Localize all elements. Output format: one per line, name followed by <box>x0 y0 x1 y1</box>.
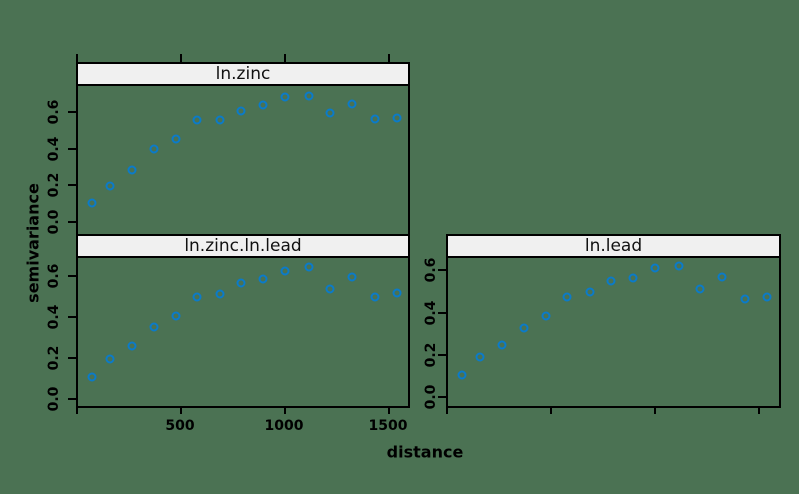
data-point <box>87 198 97 208</box>
y-axis-tick <box>68 111 76 113</box>
x-axis-tick <box>388 406 390 414</box>
y-tick-label: 0.4 <box>423 300 439 325</box>
x-axis-tick <box>180 406 182 414</box>
data-point <box>105 181 115 191</box>
data-point <box>541 311 551 321</box>
data-point <box>585 287 595 296</box>
x-axis-tick-top <box>388 54 390 62</box>
y-tick-label: 0.2 <box>46 172 62 198</box>
data-point <box>674 261 684 271</box>
x-axis-tick <box>550 406 552 414</box>
data-point <box>370 292 380 301</box>
x-axis-tick-top <box>180 54 182 62</box>
y-axis-tick <box>68 220 76 223</box>
data-point <box>171 311 181 321</box>
data-point <box>87 372 97 382</box>
data-point <box>258 100 268 110</box>
data-point <box>325 284 335 294</box>
data-point <box>215 289 225 299</box>
panel-title-ln-zinc-ln-lead: ln.zinc.ln.lead <box>184 236 302 256</box>
panel-plot-ln-lead: 0.0 0.2 0.4 0.6 <box>423 256 781 414</box>
data-point <box>258 274 268 284</box>
data-point <box>215 115 225 125</box>
y-axis-tick <box>68 316 76 318</box>
y-axis-tick <box>438 269 446 272</box>
data-point <box>192 292 202 301</box>
data-point <box>392 113 402 123</box>
y-tick-label: 0.0 <box>46 386 62 412</box>
data-point <box>280 92 290 102</box>
data-point <box>650 263 660 273</box>
panel-title-ln-zinc: ln.zinc <box>215 64 271 84</box>
data-point <box>695 284 705 294</box>
data-point <box>236 278 246 288</box>
data-point <box>562 292 572 302</box>
data-point <box>325 108 335 118</box>
x-tick-label: 500 <box>165 418 195 434</box>
data-point <box>280 266 290 276</box>
data-point <box>171 134 181 144</box>
y-tick-label: 0.2 <box>46 345 62 371</box>
x-axis-tick-top <box>284 54 286 62</box>
y-axis-tick <box>438 396 446 398</box>
y-tick-label: 0.2 <box>423 342 439 368</box>
y-axis-tick <box>68 275 76 277</box>
data-point <box>628 273 638 283</box>
data-point <box>717 272 727 282</box>
data-point <box>236 106 246 116</box>
y-axis-tick <box>438 311 446 314</box>
data-point <box>149 144 159 154</box>
y-axis-tick <box>68 184 76 186</box>
y-tick-label: 0.4 <box>46 304 62 330</box>
data-point <box>519 323 529 333</box>
data-point <box>392 288 402 298</box>
x-axis-tick <box>76 406 78 414</box>
x-axis-tick <box>446 406 448 414</box>
y-axis-tick <box>438 353 446 356</box>
panel-strip-ln-zinc-ln-lead: ln.zinc.ln.lead <box>76 234 410 258</box>
x-axis-tick <box>284 406 286 414</box>
panel-title-ln-lead: ln.lead <box>584 236 643 256</box>
data-point <box>347 272 357 282</box>
data-point <box>370 114 380 124</box>
y-tick-label: 0.4 <box>46 136 62 161</box>
x-axis-tick <box>654 406 656 414</box>
data-point <box>127 341 137 351</box>
x-axis-title: distance <box>386 442 464 462</box>
panel-plot-ln-zinc: 0.0 0.2 0.4 0.6 <box>46 84 410 236</box>
data-point <box>127 165 137 175</box>
panel-strip-ln-lead: ln.lead <box>446 234 781 258</box>
y-axis-tick <box>68 357 76 359</box>
x-tick-label: 1500 <box>368 418 408 434</box>
data-point <box>762 292 772 302</box>
data-point <box>304 262 314 272</box>
data-point <box>475 352 485 362</box>
panel-strip-ln-zinc: ln.zinc <box>76 54 410 86</box>
y-tick-label: 0.0 <box>46 209 62 234</box>
x-axis-tick <box>758 406 760 414</box>
y-tick-label: 0.6 <box>46 263 62 289</box>
x-tick-label: 1000 <box>264 418 304 434</box>
y-tick-label: 0.6 <box>46 99 62 125</box>
x-axis-tick-top <box>76 54 78 62</box>
data-point <box>105 354 115 364</box>
data-point <box>457 370 467 380</box>
data-point <box>606 276 616 286</box>
panel-plot-ln-zinc-ln-lead: 500 1000 1500 0.0 0.2 0.4 0.6 <box>46 256 410 434</box>
data-point <box>149 322 159 332</box>
y-axis-title: semivariance <box>23 183 43 303</box>
data-point <box>497 340 507 350</box>
data-point <box>304 91 314 101</box>
data-point <box>347 99 357 109</box>
y-tick-label: 0.6 <box>423 257 439 283</box>
y-axis-tick <box>68 398 76 400</box>
y-tick-label: 0.0 <box>423 384 439 410</box>
data-point <box>192 115 202 125</box>
data-point <box>740 294 750 304</box>
y-axis-tick <box>68 147 76 150</box>
